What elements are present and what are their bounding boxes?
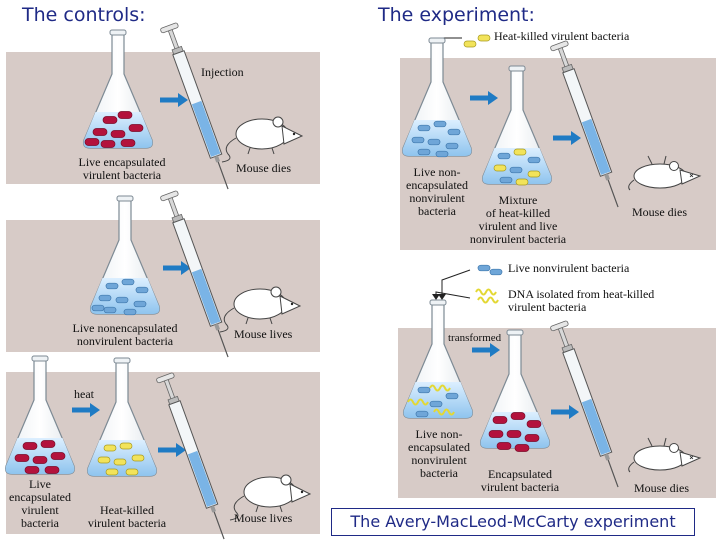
control1-mouse [221,116,303,163]
diagram-caption: The Avery-MacLeod-McCarty experiment [331,508,695,536]
control1-arrow [160,93,188,107]
legend-bacteria-label: Live nonvirulent bacteria [508,261,630,275]
legend-dna-icon [475,288,499,304]
experiment1-mouse [628,155,701,191]
control1-panel [6,52,320,184]
control1-outcome-label: Mouse dies [236,161,291,175]
experiment2-arrow [551,405,579,419]
experiment1-mixture-label: Mixture of heat-killed virulent and live… [469,193,567,246]
control3-killed-label: Heat-killed virulent bacteria [87,503,167,530]
experiment1-added-label: Heat-killed virulent bacteria [494,29,630,43]
control2-bacteria-label: Live nonencapsulated nonvirulent bacteri… [72,321,178,348]
control1-bacteria-label: Live encapsulated virulent bacteria [78,155,166,182]
control2-flask [89,195,160,316]
experiment2-flask [403,299,473,419]
control2-outcome-label: Mouse lives [234,327,293,341]
control3-outcome-label: Mouse lives [234,511,293,525]
experiment1-flask-label: Live non- encapsulated nonvirulent bacte… [406,165,468,218]
control1-flask [82,29,153,149]
legend-bacteria-icon [477,264,503,276]
heat-arrow [72,403,100,417]
experiment1-syringe [549,39,628,211]
control2-panel [6,220,320,352]
heat-label: heat [74,387,94,401]
experiment2-result-label: Encapsulated virulent bacteria [480,467,560,494]
experiment2-mouse [628,437,701,473]
experiment2-outcome-label: Mouse dies [634,481,689,495]
experiment2-flask-label: Live non- encapsulated nonvirulent bacte… [408,427,470,480]
control2-arrow [163,261,191,275]
transformed-arrow [472,343,500,357]
experiment1-outcome-label: Mouse dies [632,205,687,219]
experiment1-arrow-2 [553,131,581,145]
experiment1-added-bacteria-icon [463,34,491,48]
transformed-label: transformed [448,332,502,344]
experiment1-flask [402,37,472,158]
control3-live-flask [4,355,76,475]
experiment-heading: The experiment: [378,4,535,26]
control3-arrow [158,443,186,457]
injection-label: Injection [201,65,244,79]
control3-killed-flask [86,357,157,477]
control2-mouse [219,286,301,333]
experiment1-mixture-flask [482,65,553,186]
experiment2-syringe [549,319,628,491]
control3-live-label: Live encapsulated virulent bacteria [9,477,71,530]
experiment2-pointer [435,269,471,299]
legend-dna-label: DNA isolated from heat-killed virulent b… [508,287,655,314]
experiment1-arrow-1 [470,91,498,105]
controls-heading: The controls: [22,4,146,26]
